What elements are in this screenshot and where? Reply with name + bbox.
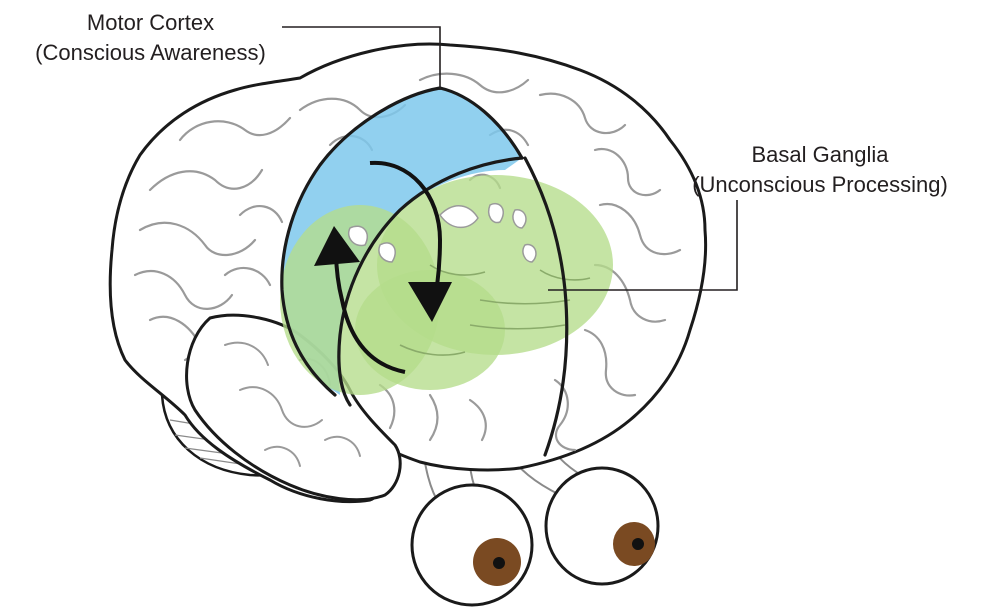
left-eye-pupil [493, 557, 505, 569]
leader-lines [282, 26, 738, 291]
eyeballs-illustration [410, 466, 660, 607]
basal-ganglia-description: (Unconscious Processing) [692, 172, 948, 197]
basal-ganglia-label: Basal Ganglia (Unconscious Processing) [660, 140, 980, 200]
motor-cortex-leader [282, 26, 441, 90]
right-eye-pupil [632, 538, 644, 550]
basal-ganglia-leader [548, 200, 738, 291]
motor-cortex-name: Motor Cortex [86, 10, 215, 35]
circular-arrow-loop-icon [314, 160, 452, 374]
basal-ganglia-name: Basal Ganglia [751, 142, 889, 167]
basal-ganglia-holes [348, 203, 537, 263]
motor-cortex-description: (Conscious Awareness) [35, 40, 266, 65]
left-eye [410, 483, 534, 607]
motor-cortex-label: Motor Cortex (Conscious Awareness) [8, 8, 293, 68]
right-eye [544, 466, 660, 586]
basal-ganglia-lines [399, 264, 591, 356]
